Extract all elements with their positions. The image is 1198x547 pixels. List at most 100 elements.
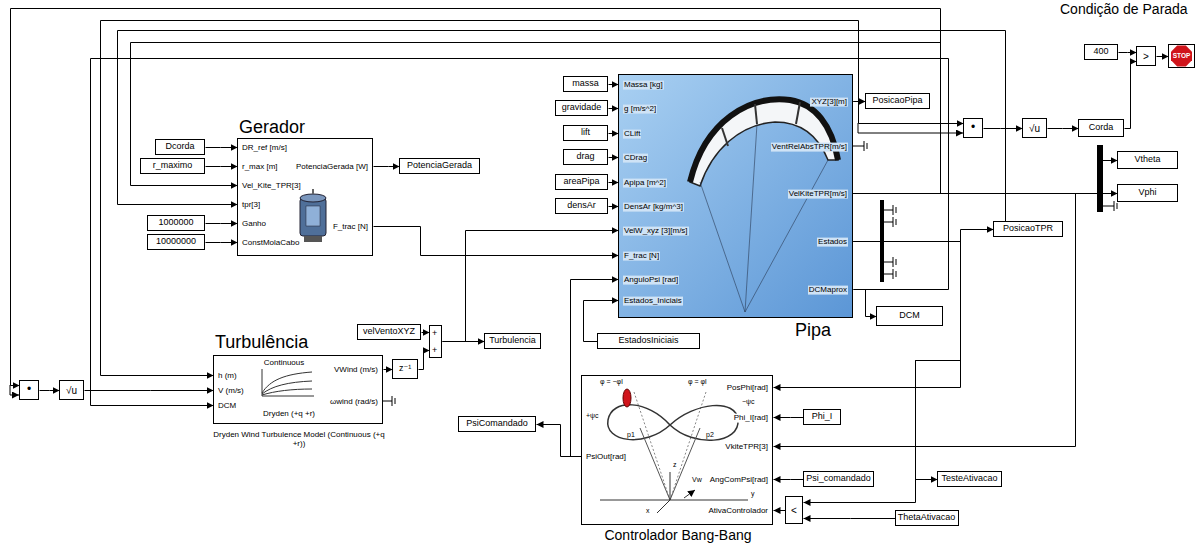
block-text: Turbulencia: [489, 336, 536, 346]
block-text: z⁻¹: [399, 364, 411, 374]
controller-picture: [581, 375, 773, 525]
block-text: Corda: [1089, 123, 1114, 133]
figure-label: x: [646, 507, 650, 515]
constant-block: Dcorda: [155, 139, 205, 155]
block-text: 1000000: [158, 218, 193, 228]
block-text: PotenciaGerada: [407, 161, 472, 171]
signal-line: [854, 290, 877, 317]
signal-line: [85, 390, 214, 391]
goto-tag: PosicaoTPR: [993, 221, 1063, 237]
signal-line: [774, 510, 786, 511]
signal-line: [609, 108, 619, 109]
signal-line: [1157, 56, 1169, 57]
block-text: >: [1143, 51, 1149, 62]
port-label: Apipa [m^2]: [623, 179, 667, 188]
signal-line: [774, 194, 1076, 447]
signal-line: [131, 43, 941, 194]
port-label: Ganho: [241, 220, 267, 229]
goto-tag: Corda: [1078, 119, 1124, 137]
signal-line: [206, 223, 238, 224]
goto-tag: PosicaoPipa: [865, 93, 930, 109]
signal-line: [537, 425, 582, 457]
constant-block: EstadosIniciais: [597, 333, 700, 349]
goto-tag: Vphi: [1117, 184, 1178, 202]
port-label: V (m/s): [217, 387, 245, 396]
signal-line: [443, 231, 619, 342]
port-label: F_trac [N]: [623, 252, 660, 261]
signal-line: [774, 242, 961, 388]
port-label: ωwind (rad/s): [329, 398, 379, 407]
signal-line: [206, 242, 238, 243]
block-text: r_maximo: [153, 161, 193, 171]
signal-line: [609, 182, 619, 183]
sqrt-block: √u: [59, 380, 84, 400]
kite-subsystem: PipaMassa [kg]g [m/s^2]CLiftCDragApipa […: [618, 74, 853, 318]
goto-tag: TesteAtivacao: [937, 471, 1002, 487]
port-label: Phi_I[rad]: [733, 414, 769, 423]
signal-line: [206, 166, 238, 167]
constant-block: gravidade: [555, 100, 608, 116]
annotation-heading: Condição de Parada: [1060, 2, 1188, 17]
block-text: drag: [576, 152, 594, 162]
signal-line: [11, 9, 941, 386]
block-text: •: [27, 383, 31, 396]
figure-label: +ψc: [586, 412, 599, 420]
signal-line: [854, 230, 994, 242]
constant-block: lift: [563, 125, 608, 141]
port-label: DCM: [217, 402, 237, 411]
port-label: Continuous: [263, 359, 305, 368]
relational-operator: >: [1136, 46, 1156, 66]
port-label: CDrag: [623, 154, 648, 163]
figure-label: φ = −φl: [600, 378, 623, 386]
constant-block: 400: [1084, 44, 1118, 60]
port-label: Estados_Iniciais: [623, 297, 683, 306]
block-title: Gerador: [238, 118, 306, 138]
port-label: ConstMolaCabo: [241, 239, 300, 248]
block-title: Pipa: [794, 321, 832, 341]
figure-label: Vw: [692, 476, 702, 484]
block-text: densAr: [567, 201, 596, 211]
constant-block: densAr: [555, 198, 608, 214]
generator-subsystem: GeradorDR_ref [m/s]r_max [m]Vel_Kite_TPR…: [237, 138, 373, 256]
port-label: PosPhi[rad]: [726, 384, 769, 393]
signal-line: [1119, 52, 1137, 53]
signal-line: [1125, 62, 1137, 129]
block-text: STOP: [1173, 52, 1191, 59]
figure-label: p1: [627, 431, 635, 439]
constant-block: areaPipa: [555, 174, 608, 190]
unit-delay-block: z⁻¹: [392, 359, 418, 379]
port-label: VelW_xyz [3][m/s]: [623, 227, 689, 236]
figure-label: φ = φl: [688, 378, 707, 386]
port-label: Massa [kg]: [623, 81, 664, 90]
goto-tag: PotenciaGerada: [399, 158, 480, 174]
port-label: XYZ[3][m]: [810, 98, 848, 107]
block-text: EstadosIniciais: [618, 336, 678, 346]
signal-line: [774, 417, 804, 418]
signal-line: [609, 84, 619, 85]
block-text: gravidade: [562, 103, 602, 113]
constant-block: r_maximo: [140, 158, 205, 174]
turbulence-model-block: Turbulênciah (m)V (m/s)DCMVWind (m/s)ωwi…: [213, 355, 383, 424]
block-text: 10000000: [156, 237, 196, 247]
block-title: Turbulência: [214, 333, 309, 353]
block-text: Psi_comandado: [806, 474, 871, 484]
port-label: DCMaprox: [808, 286, 848, 295]
port-label: PsiOut[rad]: [585, 453, 627, 462]
block-text: massa: [572, 79, 599, 89]
block-text: lift: [581, 128, 590, 138]
port-label: h (m): [217, 372, 238, 381]
port-label: VentRelAbsTPR[m/s]: [771, 143, 848, 152]
block-text: Dcorda: [165, 142, 194, 152]
signal-line: [609, 157, 619, 158]
figure-label: y: [751, 490, 755, 498]
from-tag: ThetaAtivacao: [895, 510, 959, 526]
constant-block: massa: [563, 76, 608, 92]
signal-line: [206, 147, 238, 148]
block-text: PosicaoTPR: [1003, 224, 1053, 234]
product-block: •: [963, 118, 983, 138]
from-tag: Psi_comandado: [803, 471, 874, 487]
signal-line: [804, 242, 961, 503]
block-text: Vtheta: [1134, 155, 1160, 165]
goto-tag: Vtheta: [1117, 151, 1178, 169]
port-label: AngComPsi[rad]: [709, 476, 769, 485]
